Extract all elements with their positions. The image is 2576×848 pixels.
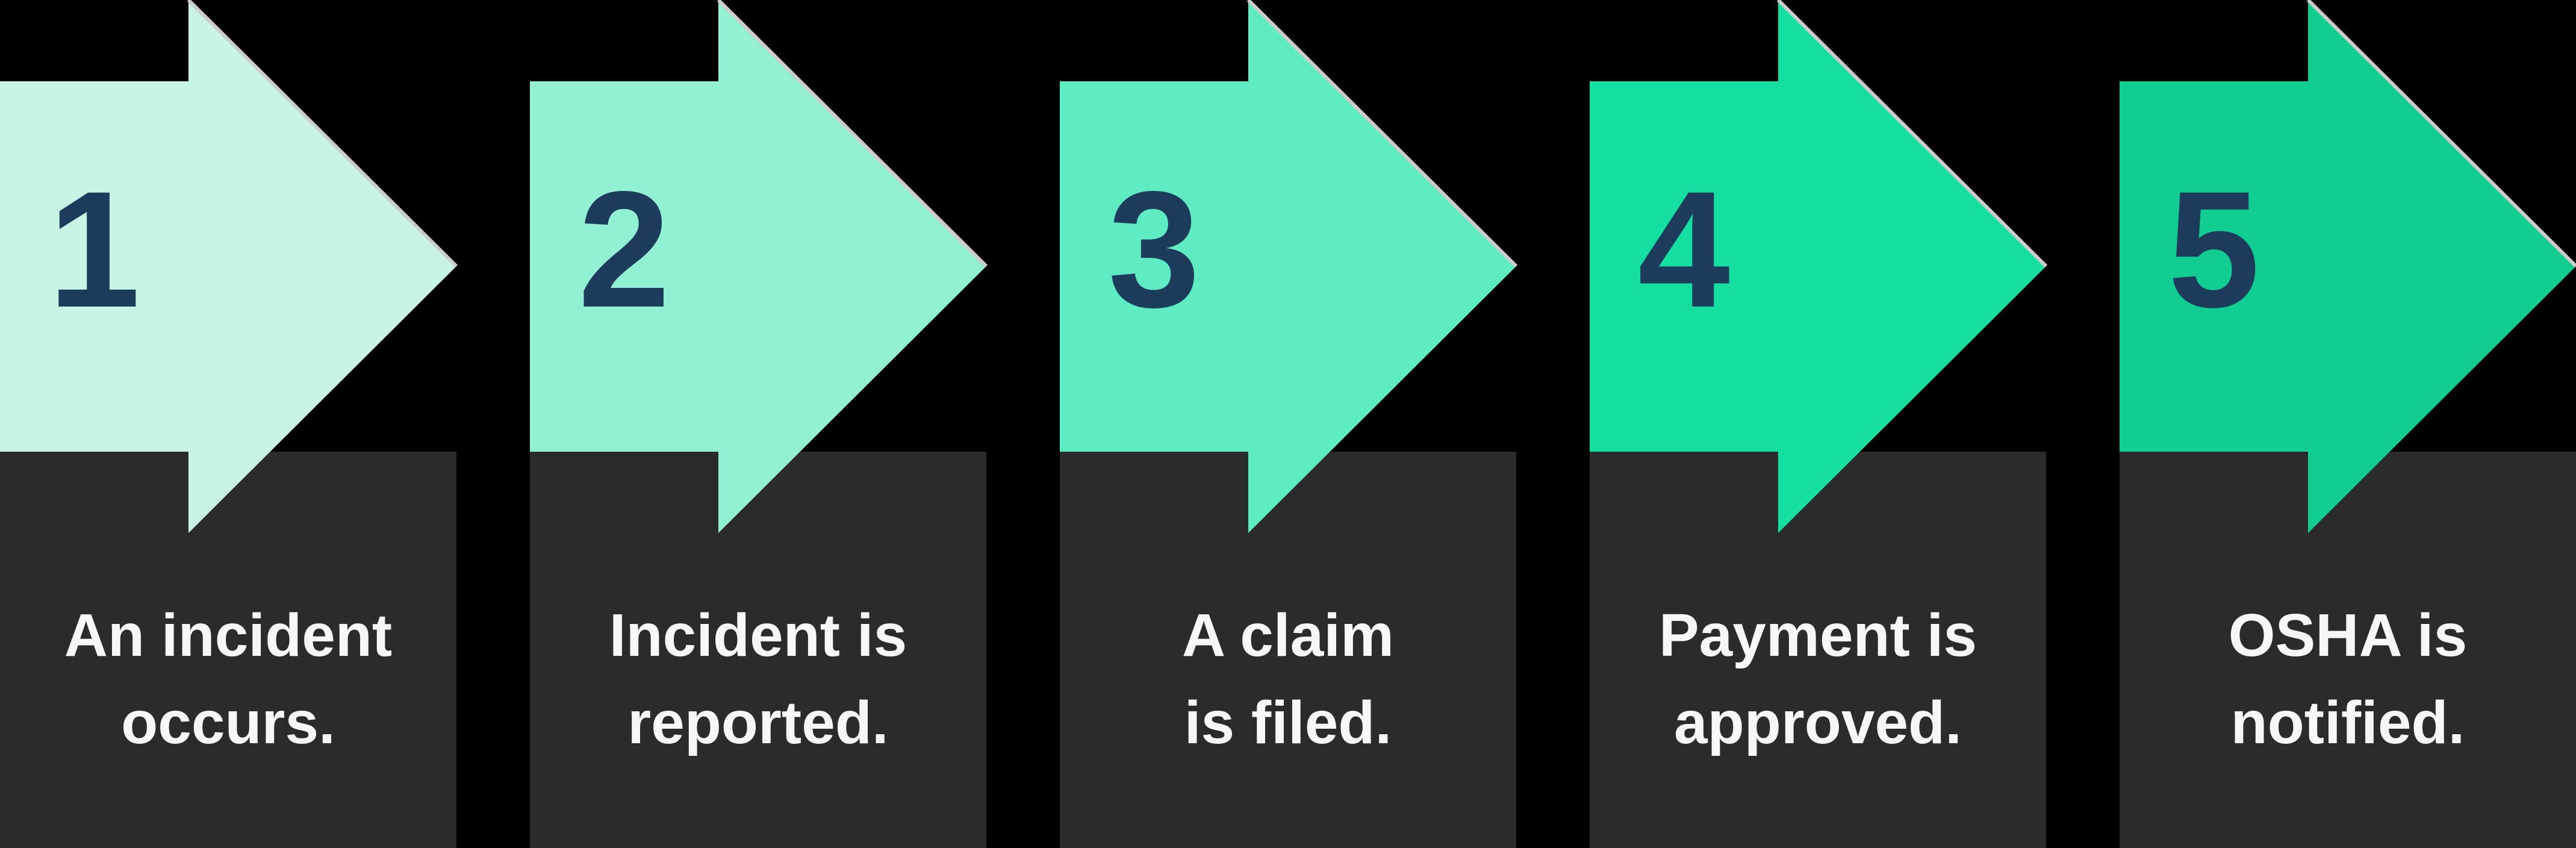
step-arrow-icon — [530, 0, 988, 533]
step-caption-line-2: approved. — [1674, 689, 1962, 756]
step-4: 4 Payment is approved. — [1590, 0, 2048, 848]
step-arrow-icon — [2120, 0, 2576, 533]
arrow-shape — [530, 0, 986, 533]
arrow-edge-highlight — [187, 0, 458, 268]
step-card — [530, 452, 986, 848]
step-caption-line-2: reported. — [627, 689, 889, 756]
step-arrow-icon — [1590, 0, 2048, 533]
step-caption-line-1: A claim — [1181, 602, 1394, 669]
step-caption-line-1: An incident — [64, 602, 393, 669]
step-card — [0, 452, 456, 848]
step-number: 5 — [2168, 157, 2260, 342]
step-caption-line-2: notified. — [2230, 689, 2465, 756]
step-caption: Incident is reported. — [530, 592, 986, 767]
step-number: 1 — [48, 157, 140, 342]
step-number: 3 — [1108, 157, 1200, 342]
arrow-edge-highlight — [717, 0, 988, 268]
step-5: 5 OSHA is notified. — [2120, 0, 2576, 848]
arrow-shape — [1060, 0, 1516, 533]
arrow-edge-highlight — [2306, 0, 2576, 268]
step-caption-line-1: Incident is — [609, 602, 907, 669]
step-2: 2 Incident is reported. — [530, 0, 988, 848]
step-arrow-icon — [0, 0, 458, 533]
step-caption: OSHA is notified. — [2120, 592, 2576, 767]
step-3: 3 A claim is filed. — [1060, 0, 1518, 848]
step-arrow-icon — [1060, 0, 1518, 533]
step-caption: Payment is approved. — [1590, 592, 2046, 767]
step-caption: A claim is filed. — [1060, 592, 1516, 767]
step-card — [1590, 452, 2046, 848]
arrow-edge-highlight — [1246, 0, 1518, 268]
arrow-edge-highlight — [1776, 0, 2048, 268]
step-1: 1 An incident occurs. — [0, 0, 458, 848]
step-number: 2 — [578, 157, 670, 342]
arrow-shape — [2120, 0, 2576, 533]
step-caption-line-2: occurs. — [121, 689, 335, 756]
step-caption: An incident occurs. — [0, 592, 456, 767]
step-number: 4 — [1638, 157, 1730, 342]
step-caption-line-1: OSHA is — [2228, 602, 2468, 669]
step-caption-line-2: is filed. — [1184, 689, 1392, 756]
step-card — [2120, 452, 2576, 848]
arrow-shape — [0, 0, 456, 533]
step-card — [1060, 452, 1516, 848]
arrow-shape — [1590, 0, 2046, 533]
step-caption-line-1: Payment is — [1658, 602, 1977, 669]
